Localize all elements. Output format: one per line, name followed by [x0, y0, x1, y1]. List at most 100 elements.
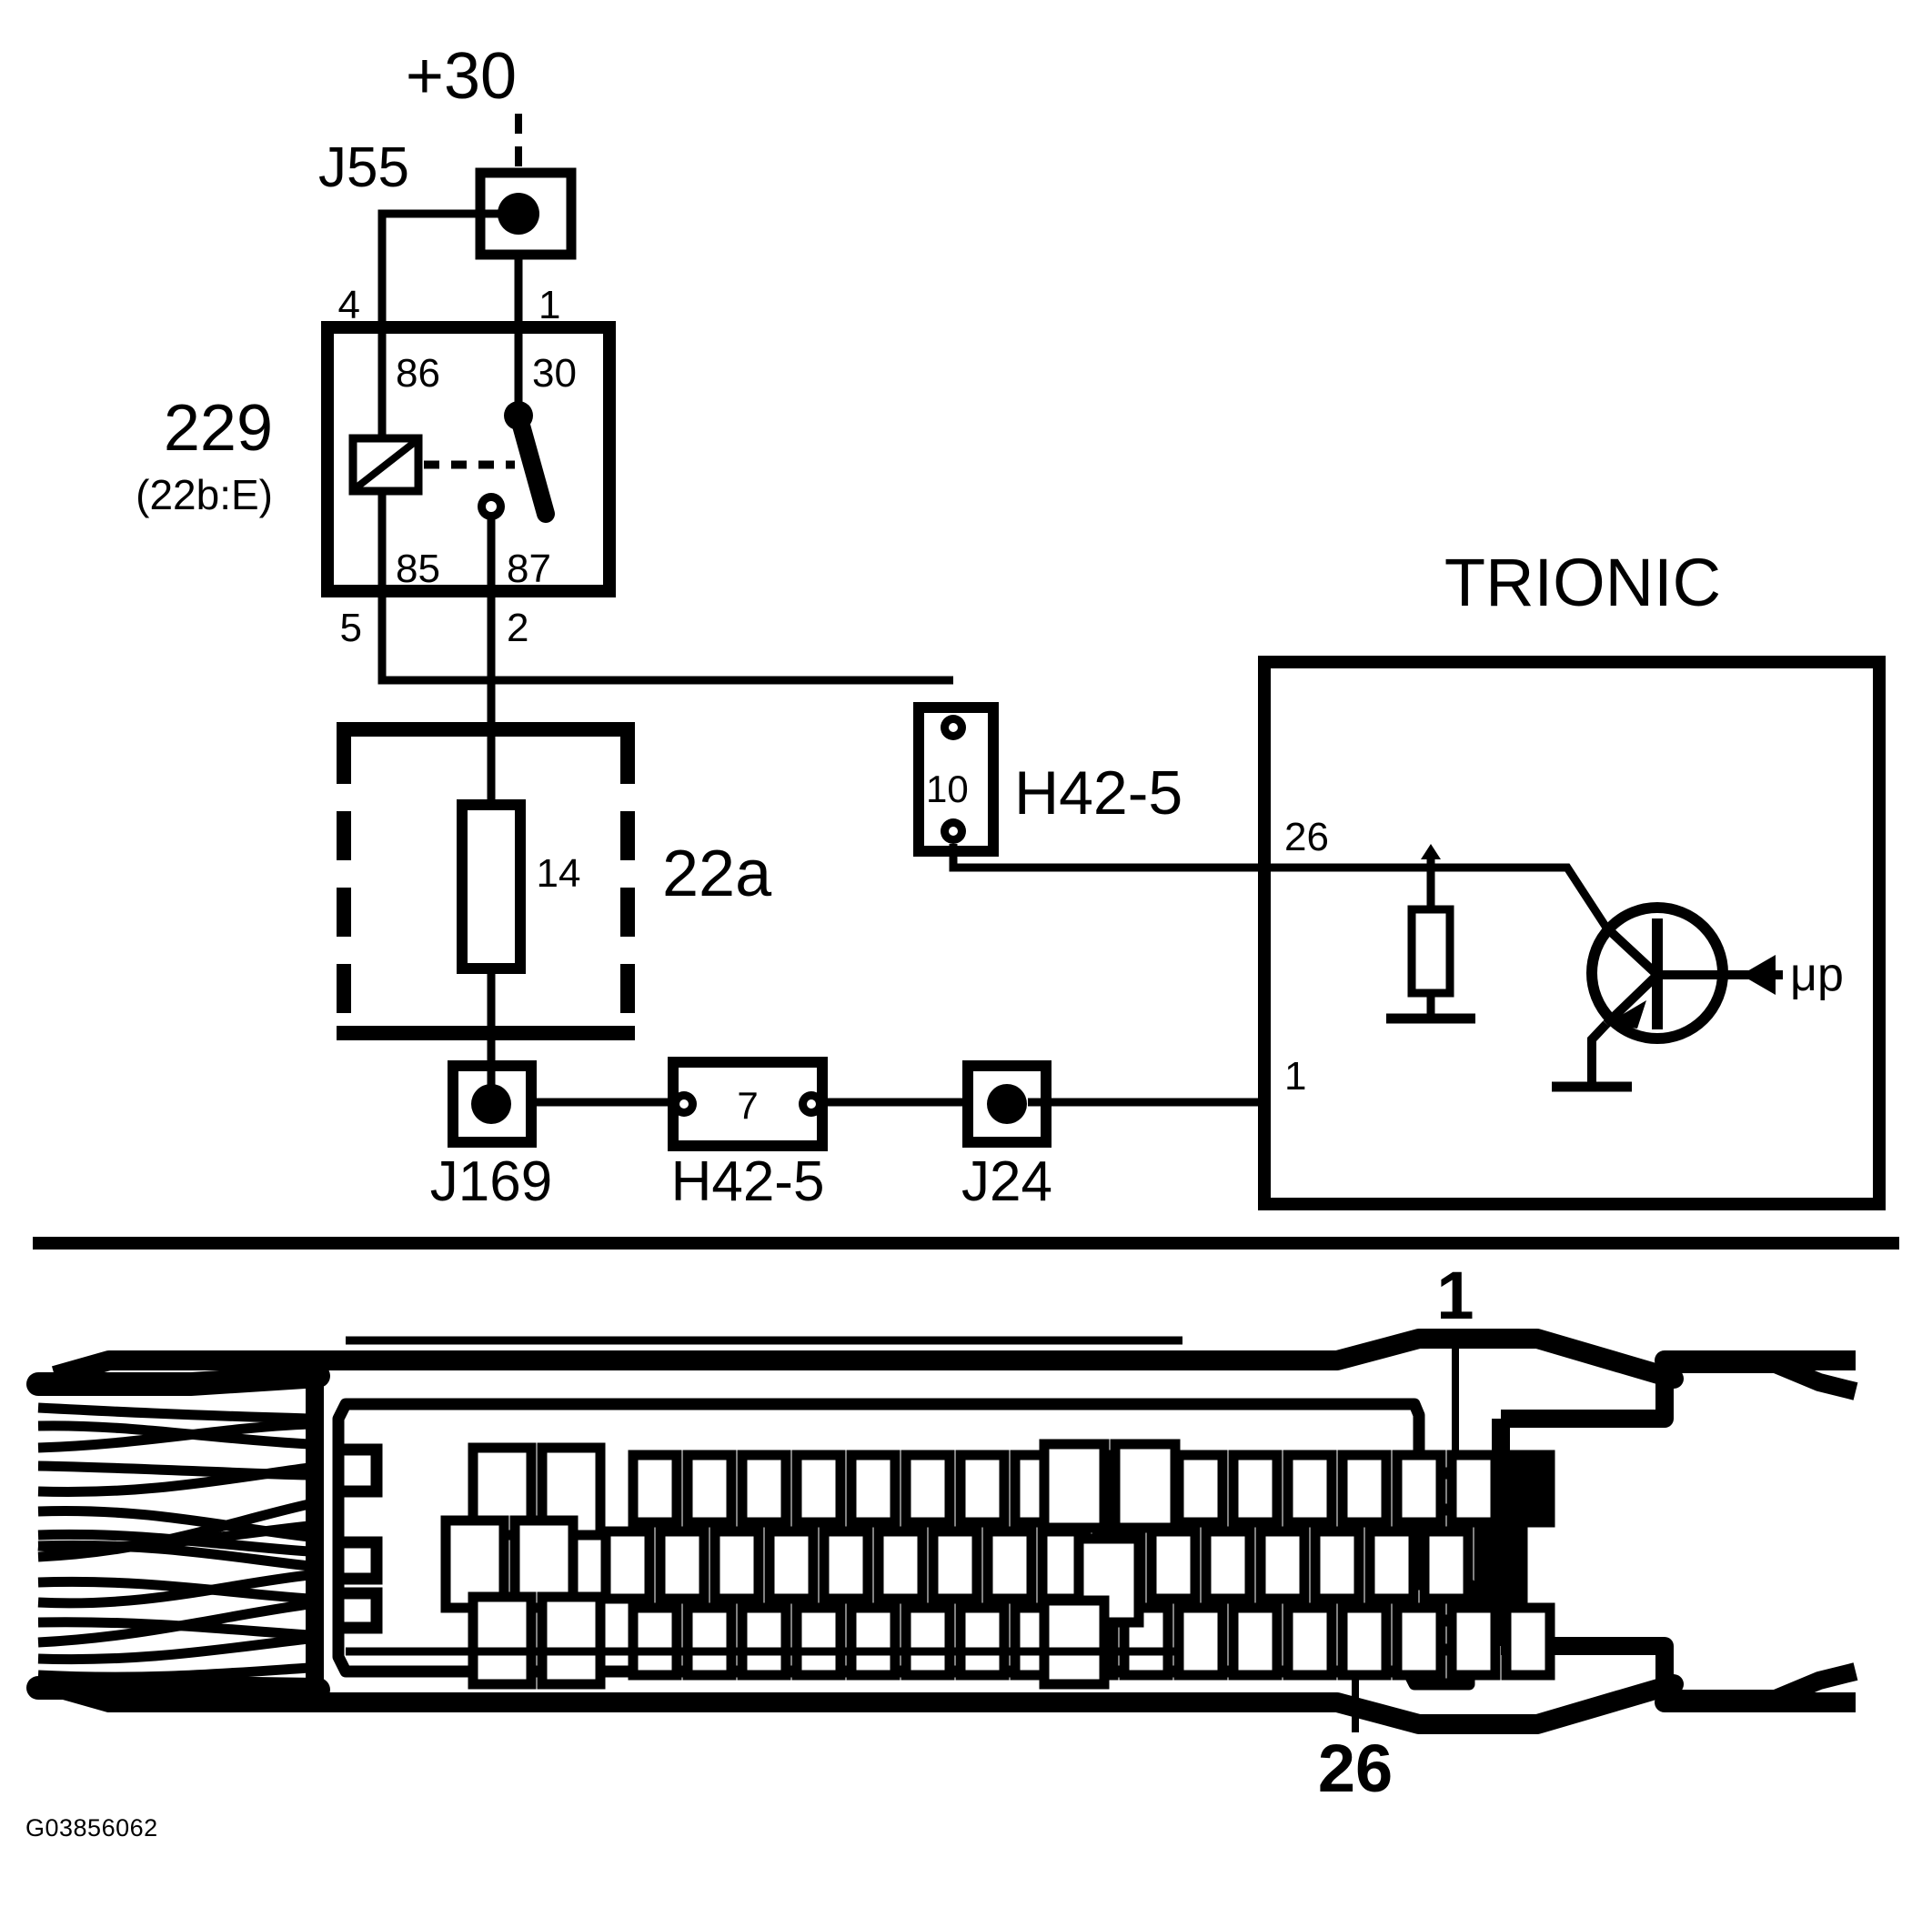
relay-contact-arm [509, 406, 555, 523]
connector-pin-r2-7 [928, 1526, 982, 1604]
connector-pin-highlighted-1 [1501, 1450, 1555, 1528]
ecu-pullup-resistor [1407, 905, 1454, 998]
connector-pin-r3-2 [682, 1602, 737, 1681]
wire-pin5-to-h42-5-pin10 [377, 591, 953, 685]
splice-j24-label: J24 [961, 1150, 1052, 1213]
connector-pin-r3-3 [737, 1602, 791, 1681]
relay-wire-pin2-label: 2 [507, 606, 528, 650]
splice-j169-dot [471, 1084, 511, 1124]
splice-j24-box [962, 1060, 1052, 1148]
connector-h42-5-bottom-pin-left-hole [679, 1099, 689, 1109]
ecu-transistor-ground-lead [1587, 1020, 1610, 1087]
connector-pin-r3-13 [1283, 1602, 1337, 1681]
connector-pin-r3-14 [1337, 1602, 1392, 1681]
connector-pin-r2-11 [1146, 1526, 1201, 1604]
connector-h42-5-top-pin-lower-hole [949, 827, 958, 836]
connector-h42-5-top-pin-upper-hole [949, 723, 958, 732]
connector-pin-right-lower-1 [1039, 1595, 1110, 1690]
connector-pin-r2-1 [600, 1526, 655, 1604]
harness-top-strand [26, 1364, 330, 1396]
relay-coil-diagonal [354, 438, 418, 491]
relay-contact-87-hole [486, 501, 497, 512]
wire-harness-bundle [37, 1402, 311, 1682]
ecu-pin-26-label: 26 [1284, 815, 1329, 859]
fuse-number-label: 14 [537, 851, 581, 896]
wire-h42-5-pin10-to-trionic-26 [949, 844, 1284, 872]
connector-pin-r1-13 [1283, 1450, 1337, 1528]
connector-h42-5-top-pin-label: 10 [926, 768, 969, 810]
connector-pin-r2-14 [1310, 1526, 1364, 1604]
connector-pin-r2-6 [873, 1526, 928, 1604]
connector-callout-pin-1: 1 [1436, 1258, 1474, 1333]
connector-pin-r3-6 [901, 1602, 955, 1681]
connector-h42-5-bottom-label: H42-5 [671, 1150, 825, 1213]
ecu-transistor-emitter-lead [1603, 971, 1661, 1028]
connector-pin-r3-15 [1392, 1602, 1446, 1681]
connector-pin-r1-15 [1392, 1450, 1446, 1528]
connector-lever-top [1501, 1355, 1858, 1428]
connector-h42-5-bottom-pin-label: 7 [737, 1084, 758, 1127]
connector-pin-r1-7 [955, 1450, 1010, 1528]
ecu-pin-1-label: 1 [1284, 1054, 1306, 1099]
fuse-element-symbol [457, 799, 526, 974]
relay-terminal-85-label: 85 [396, 547, 440, 591]
connector-pin-right-upper-2 [1110, 1439, 1181, 1533]
connector-pin-large-r3-1 [468, 1591, 537, 1690]
connector-pin-r3-12 [1228, 1602, 1283, 1681]
relay-location-code: (22b:E) [136, 471, 273, 518]
connector-pin-r2-8 [982, 1526, 1037, 1604]
connector-pin-r2-4 [764, 1526, 819, 1604]
connector-pin-r3-4 [791, 1602, 846, 1681]
connector-pin-highlighted-26 [1474, 1526, 1528, 1604]
connector-pin-r3-7 [955, 1602, 1010, 1681]
connector-pin-r2-13 [1255, 1526, 1310, 1604]
ecu-transistor-emitter-arrow [1606, 1000, 1646, 1029]
connector-pin-r2-3 [709, 1526, 764, 1604]
connector-pin-r3-11 [1173, 1602, 1228, 1681]
relay-terminal-30-label: 30 [532, 351, 577, 396]
connector-pin-grid [440, 1439, 1555, 1690]
fusebox-label: 22a [662, 838, 772, 910]
harness-bottom-strand [26, 1676, 330, 1701]
connector-pin-r3-1 [628, 1602, 682, 1681]
relay-component-number: 229 [164, 392, 273, 465]
connector-pin-r3-17 [1501, 1602, 1555, 1681]
connector-pin-r1-12 [1228, 1450, 1283, 1528]
splice-j24-dot [987, 1084, 1027, 1124]
supply-label-plus30: +30 [406, 40, 517, 113]
ecu-pullup-node [1421, 844, 1441, 859]
connector-h42-5-bottom-pin-right-hole [807, 1099, 816, 1109]
connector-pin-r3-16 [1446, 1602, 1501, 1681]
connector-pin-r2-15 [1364, 1526, 1419, 1604]
connector-callout-pin-26: 26 [1318, 1731, 1393, 1806]
ecu-title-trionic: TRIONIC [1444, 545, 1721, 620]
relay-terminal-87-label: 87 [507, 547, 551, 591]
splice-j169-label: J169 [430, 1150, 552, 1213]
connector-pin-r1-1 [628, 1450, 682, 1528]
splice-j55-label: J55 [318, 136, 409, 199]
connector-pin-r1-6 [901, 1450, 955, 1528]
connector-latch-fingers [338, 1443, 383, 1634]
relay-wire-pin4-label: 4 [338, 283, 360, 327]
ecu-transistor-collector-lead [1603, 924, 1661, 979]
connector-pin-r1-2 [682, 1450, 737, 1528]
connector-pin-r1-11 [1173, 1450, 1228, 1528]
connector-pin-right-upper-1 [1039, 1439, 1110, 1533]
connector-pin-r2-16 [1419, 1526, 1474, 1604]
wire-j55-to-pin4 [377, 209, 518, 327]
connector-lever-bottom [1501, 1637, 1858, 1708]
connector-pin-r2-5 [819, 1526, 873, 1604]
connector-pin-r2-2 [655, 1526, 709, 1604]
connector-pin-r1-3 [737, 1450, 791, 1528]
connector-pin-r2-12 [1201, 1526, 1255, 1604]
ecu-microprocessor-label: μp [1790, 948, 1844, 1001]
connector-pin-r1-16 [1446, 1450, 1501, 1528]
ecu-base-drive-arrow [1741, 955, 1776, 995]
connector-pin-r3-5 [846, 1602, 901, 1681]
relay-body [321, 321, 616, 597]
connector-h42-5-top-label: H42-5 [1014, 758, 1182, 828]
relay-wire-pin1-label: 1 [538, 283, 560, 327]
connector-pin-r1-4 [791, 1450, 846, 1528]
